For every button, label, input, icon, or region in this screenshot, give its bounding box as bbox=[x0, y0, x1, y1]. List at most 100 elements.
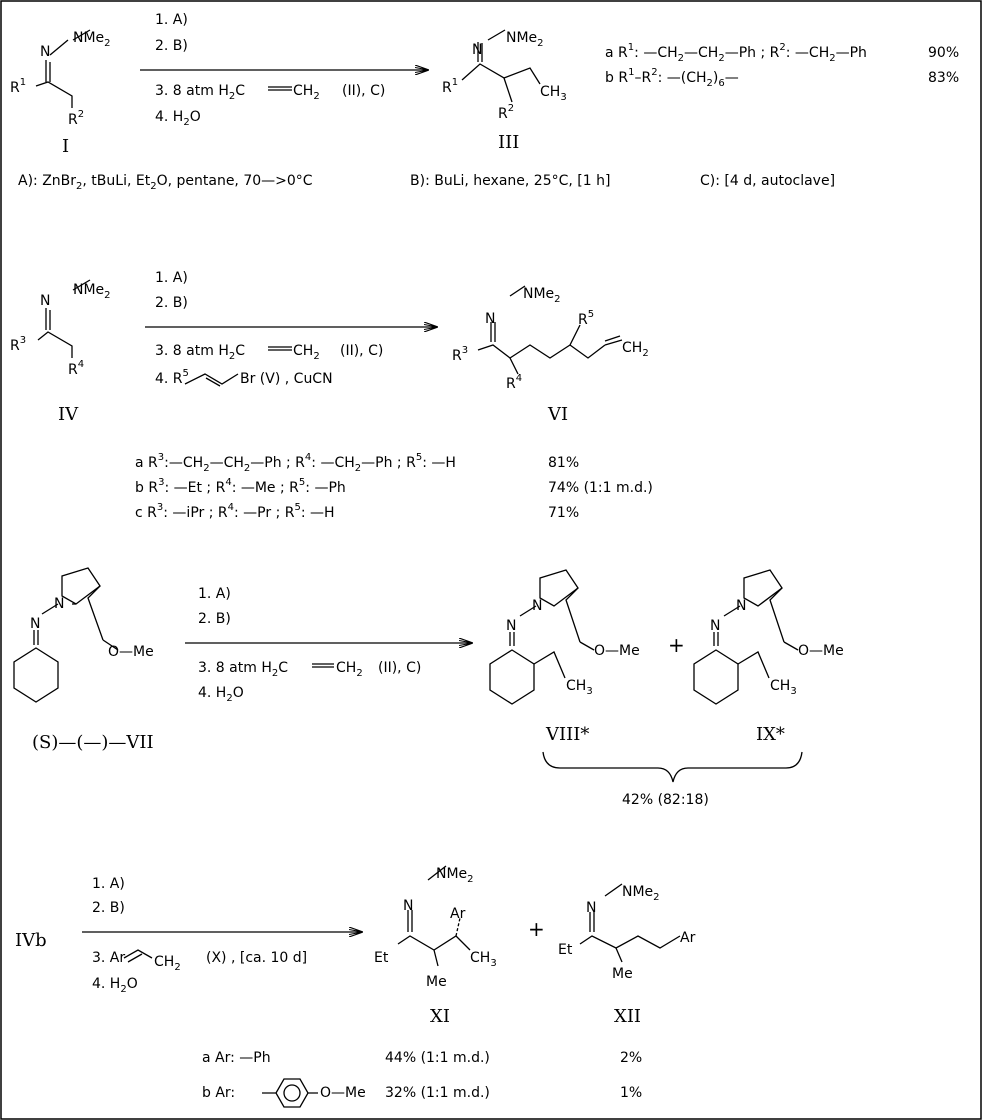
product-VIII: N N O—Me CH3 VIII* bbox=[489, 569, 640, 745]
p-anisyl-ring bbox=[262, 1078, 318, 1108]
compound-label-IV: IV bbox=[58, 404, 79, 425]
brace bbox=[542, 751, 803, 783]
svg-text:1%: 1% bbox=[620, 1085, 642, 1101]
svg-text:3. 8 atm H2C: 3. 8 atm H2C bbox=[155, 83, 245, 102]
svg-text:O—Me: O—Me bbox=[320, 1085, 366, 1101]
r3-label: R3 bbox=[452, 345, 468, 364]
def-b: B): BuLi, hexane, 25°C, [1 h] bbox=[410, 173, 610, 189]
svg-text:2%: 2% bbox=[620, 1050, 642, 1066]
svg-text:4. H2O: 4. H2O bbox=[92, 976, 138, 995]
r2-label: R2 bbox=[68, 109, 84, 128]
ch2-text: CH2 bbox=[622, 340, 649, 359]
svg-text:N: N bbox=[710, 618, 720, 634]
ch3-text: CH3 bbox=[540, 84, 567, 103]
svg-text:74% (1:1 m.d.): 74% (1:1 m.d.) bbox=[548, 480, 653, 496]
svg-text:71%: 71% bbox=[548, 505, 579, 521]
compound-label-III: III bbox=[498, 132, 519, 153]
svg-text:N: N bbox=[54, 596, 64, 612]
product-XII: NMe2 N Et Me Ar XII bbox=[558, 883, 696, 1027]
r4-label: R4 bbox=[506, 373, 522, 392]
scheme-1: NMe2 N R1 R2 I 1. A) 2. B) 3. 8 atm H2C … bbox=[10, 12, 959, 192]
r4-label: R4 bbox=[68, 359, 84, 378]
scheme-2: NMe2 N R3 R4 IV 1. A) 2. B) 3. 8 atm H2C… bbox=[10, 270, 653, 521]
svg-text:NMe2: NMe2 bbox=[523, 286, 561, 305]
compound-label-VI: VI bbox=[547, 404, 568, 425]
product-XI: NMe2 N Et Ar Me CH3 XI bbox=[374, 865, 497, 1027]
reagent-definitions: A): ZnBr2, tBuLi, Et2O, pentane, 70—>0°C… bbox=[18, 173, 835, 192]
svg-text:3. 8 atm H2C: 3. 8 atm H2C bbox=[155, 343, 245, 362]
plus-sign: + bbox=[668, 633, 685, 657]
row-a: a R3:—CH2—CH2—Ph ; R4: —CH2—Ph ; R5: —H bbox=[135, 452, 456, 474]
svg-text:N: N bbox=[736, 598, 746, 614]
ar-label: Ar bbox=[450, 906, 466, 922]
compound-label-XII: XII bbox=[614, 1006, 641, 1027]
aryl-table: a Ar: —Ph 44% (1:1 m.d.) 2% b Ar: O—Me 3… bbox=[202, 1050, 642, 1108]
svg-text:44% (1:1 m.d.): 44% (1:1 m.d.) bbox=[385, 1050, 490, 1066]
svg-text:90%: 90% bbox=[928, 45, 959, 61]
svg-text:N: N bbox=[30, 616, 40, 632]
yield-text: 42% (82:18) bbox=[622, 792, 709, 808]
row-b: b Ar: bbox=[202, 1085, 235, 1101]
substituent-table-2: a R3:—CH2—CH2—Ph ; R4: —CH2—Ph ; R5: —H … bbox=[135, 452, 653, 521]
ch3-text: CH3 bbox=[770, 678, 797, 697]
compound-label-IVb: IVb bbox=[15, 930, 47, 951]
ar-label: Ar bbox=[680, 930, 696, 946]
compound-label-VIII: VIII* bbox=[545, 724, 589, 745]
svg-text:32% (1:1 m.d.): 32% (1:1 m.d.) bbox=[385, 1085, 490, 1101]
def-c: C): [4 d, autoclave] bbox=[700, 173, 835, 189]
svg-text:3. Ar: 3. Ar bbox=[92, 950, 125, 966]
svg-text:N: N bbox=[403, 898, 413, 914]
ome-text: O—Me bbox=[594, 643, 640, 659]
scheme-3: N N O—Me (S)—(—)—VII 1. A) 2. B) 3. 8 at… bbox=[13, 567, 844, 808]
svg-text:2. B): 2. B) bbox=[155, 295, 188, 311]
nme2-text: NMe2 bbox=[73, 30, 111, 49]
svg-text:3. 8 atm H2C: 3. 8 atm H2C bbox=[198, 660, 288, 679]
me-label: Me bbox=[612, 966, 633, 982]
hydrazone-III: NMe2 N R1 R2 CH3 III bbox=[442, 29, 567, 153]
n-atom: N bbox=[472, 42, 482, 58]
conditions-3: 1. A) 2. B) 3. 8 atm H2C CH2 (II), C) 4.… bbox=[185, 586, 472, 704]
ch3-text: CH3 bbox=[566, 678, 593, 697]
row-c: c R3: —iPr ; R4: —Pr ; R5: —H bbox=[135, 502, 335, 521]
svg-text:N: N bbox=[506, 618, 516, 634]
svg-text:4. H2O: 4. H2O bbox=[155, 109, 201, 128]
svg-text:4. R5: 4. R5 bbox=[155, 368, 189, 387]
compound-label-I: I bbox=[62, 136, 69, 157]
hydrazone-I: NMe2 N R1 R2 I bbox=[10, 29, 111, 157]
def-a: A): ZnBr2, tBuLi, Et2O, pentane, 70—>0°C bbox=[18, 173, 313, 192]
samp-hydrazone-VII: N N O—Me (S)—(—)—VII bbox=[13, 567, 154, 753]
row-a: a Ar: —Ph bbox=[202, 1050, 271, 1066]
et-label: Et bbox=[558, 942, 573, 958]
svg-text:N: N bbox=[485, 311, 495, 327]
svg-text:(II), C): (II), C) bbox=[342, 83, 385, 99]
svg-text:N: N bbox=[40, 293, 50, 309]
hydrazone-IV: NMe2 N R3 R4 IV bbox=[10, 279, 111, 425]
ch3-text: CH3 bbox=[470, 950, 497, 969]
svg-text:N: N bbox=[532, 598, 542, 614]
svg-text:CH2: CH2 bbox=[293, 343, 320, 362]
compound-label-XI: XI bbox=[430, 1006, 450, 1027]
svg-text:(X) , [ca. 10 d]: (X) , [ca. 10 d] bbox=[206, 950, 307, 966]
r2-label: R2 bbox=[498, 103, 514, 122]
conditions-2: 1. A) 2. B) 3. 8 atm H2C CH2 (II), C) 4.… bbox=[145, 270, 437, 387]
conditions-1: 1. A) 2. B) 3. 8 atm H2C CH2 (II), C) 4.… bbox=[140, 12, 428, 128]
row-a: a R1: —CH2—CH2—Ph ; R2: —CH2—Ph bbox=[605, 42, 867, 64]
svg-text:(II), C): (II), C) bbox=[340, 343, 383, 359]
substituent-table-1: a R1: —CH2—CH2—Ph ; R2: —CH2—Ph 90% b R1… bbox=[605, 42, 959, 89]
et-label: Et bbox=[374, 950, 389, 966]
svg-text:2. B): 2. B) bbox=[198, 611, 231, 627]
compound-label-VII: (S)—(—)—VII bbox=[32, 732, 154, 753]
svg-text:CH2: CH2 bbox=[154, 954, 181, 973]
r1-label: R1 bbox=[10, 77, 26, 96]
compound-label-IX: IX* bbox=[756, 724, 785, 745]
svg-text:83%: 83% bbox=[928, 70, 959, 86]
svg-text:CH2: CH2 bbox=[336, 660, 363, 679]
r1-label: R1 bbox=[442, 77, 458, 96]
r3-label: R3 bbox=[10, 335, 26, 354]
me-label: Me bbox=[426, 974, 447, 990]
svg-text:NMe2: NMe2 bbox=[73, 282, 111, 301]
svg-text:1. A): 1. A) bbox=[155, 270, 188, 286]
svg-text:1. A): 1. A) bbox=[92, 876, 125, 892]
